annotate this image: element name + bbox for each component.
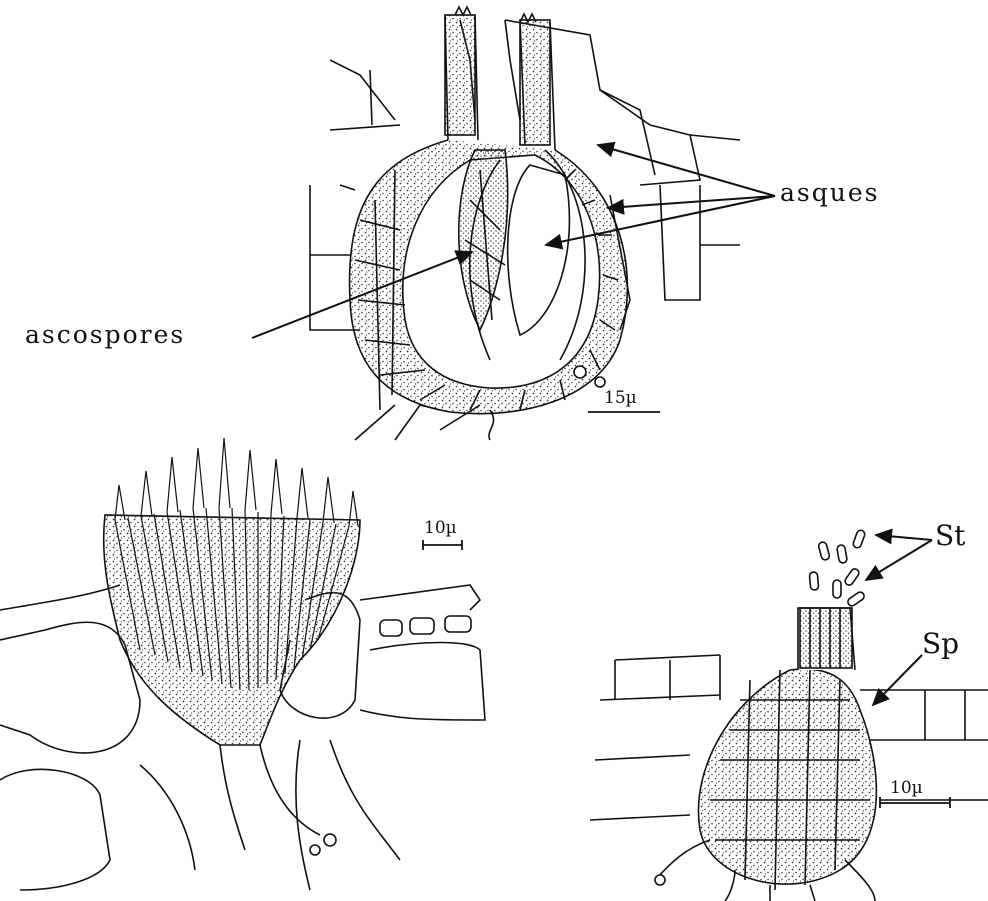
scale-label-perithecium: 15µ [604, 390, 637, 407]
pycnidium-drawing [590, 529, 988, 901]
perithecium-drawing [310, 7, 740, 440]
scale-label-pycnidium: 10µ [890, 780, 923, 797]
label-st: St [935, 522, 965, 550]
sporodochium-drawing [0, 438, 485, 890]
scale-label-sporodochium: 10µ [424, 520, 457, 537]
label-ascospores: ascospores [25, 322, 185, 347]
label-sp: Sp [922, 630, 959, 658]
label-asques: asques [780, 180, 879, 205]
